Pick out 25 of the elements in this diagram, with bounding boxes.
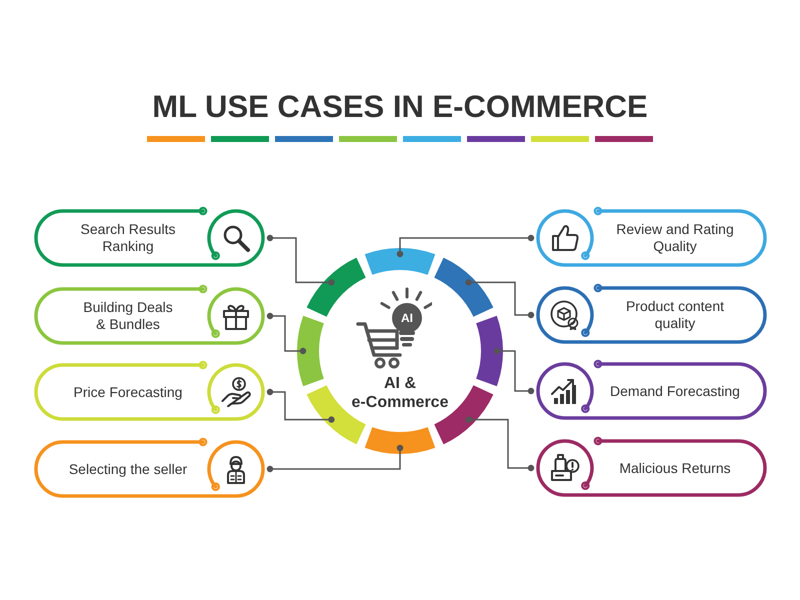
leader-line [465,416,534,472]
use-case-label: Demand Forecasting [610,382,740,400]
use-case-label: Price Forecasting [74,384,182,400]
use-case-label: Review and Rating Quality [615,221,735,255]
use-case-label: Product content quality [624,298,726,332]
leader-line [266,234,335,286]
bulb-label: AI [400,311,414,325]
leader-line [465,279,534,318]
leader-line [266,444,404,472]
leader-line [396,234,534,258]
ring-segment [297,315,324,387]
leader-line [494,348,534,394]
hub-label: AI & e-Commerce [350,374,450,412]
use-case-label: Selecting the seller [68,460,188,478]
use-case-label: Building Deals & Bundles [82,299,174,333]
title: ML USE CASES IN E-COMMERCE [152,88,648,126]
ring-segment [306,257,366,317]
leader-line [266,312,306,354]
leader-line [266,388,335,423]
ring-segment [364,248,436,275]
use-case-label: Malicious Returns [619,460,731,476]
use-case-label: Search Results Ranking [80,221,176,255]
ring-segment [476,315,503,387]
ring-segment [434,257,494,317]
ring-segment [364,427,436,454]
